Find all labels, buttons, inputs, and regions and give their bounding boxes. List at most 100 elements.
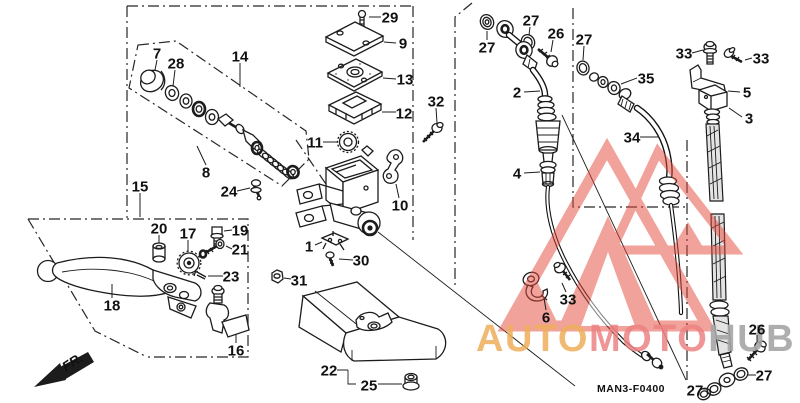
callout-25: 25 xyxy=(361,378,378,395)
callout-6: 6 xyxy=(542,310,550,327)
bolt-32 xyxy=(422,121,444,143)
diaphragm-plate xyxy=(326,58,384,92)
assembly-boundary-boxes xyxy=(27,2,688,387)
callout-leader-31 xyxy=(283,277,292,280)
cup-seal-2 xyxy=(204,108,220,126)
callout-5: 5 xyxy=(743,85,751,102)
hand-guard-group xyxy=(298,281,447,391)
adjuster-21 xyxy=(198,238,225,259)
fr-arrow-icon xyxy=(34,363,66,387)
washer-28 xyxy=(164,84,180,102)
callout-19: 19 xyxy=(232,223,249,240)
callout-7: 7 xyxy=(153,46,161,63)
boot-17 xyxy=(176,250,202,276)
fr-direction-indicator: FR. xyxy=(34,350,94,387)
callout-leader-5 xyxy=(727,90,741,93)
spring-8 xyxy=(256,148,300,180)
callout-leader-35 xyxy=(620,77,638,85)
callout-9: 9 xyxy=(399,36,407,53)
callout-8: 8 xyxy=(202,165,210,182)
callout-22: 22 xyxy=(321,363,338,380)
cable-adjuster-4 xyxy=(539,160,557,188)
callout-34: 34 xyxy=(624,130,641,147)
callout-35: 35 xyxy=(638,71,655,88)
callout-14: 14 xyxy=(232,49,249,66)
piston-assembly-parts xyxy=(139,69,300,180)
callout-27: 27 xyxy=(687,383,704,400)
callout-leader-33 xyxy=(744,57,753,61)
callout-leader-27 xyxy=(528,26,531,36)
watermark: AUTOMOTOHUB xyxy=(476,137,795,360)
brake-lever-18 xyxy=(36,256,202,319)
screw-30 xyxy=(325,251,335,267)
nut-31 xyxy=(271,269,284,284)
flange-bolt-33a xyxy=(702,40,718,65)
callout-leader-27 xyxy=(582,45,585,61)
sleeve-20 xyxy=(152,242,166,263)
callout-33: 33 xyxy=(753,51,770,68)
watermark-text: AUTOMOTOHUB xyxy=(476,318,795,360)
hose-2-boot xyxy=(535,95,561,163)
callout-24: 24 xyxy=(221,184,238,201)
hose-3-tube xyxy=(705,123,733,369)
callout-leader-32 xyxy=(435,107,438,124)
bleeder-valve-24 xyxy=(250,179,262,201)
callout-1: 1 xyxy=(305,239,313,256)
callout-leader-28 xyxy=(172,69,176,87)
joint-bolt-35 xyxy=(588,72,621,96)
callout-17: 17 xyxy=(180,226,197,243)
callout-10: 10 xyxy=(392,198,409,215)
brake-switch-1 xyxy=(320,231,350,251)
callout-4: 4 xyxy=(513,166,522,183)
hose-3-fitting xyxy=(698,84,728,126)
callout-2: 2 xyxy=(513,85,521,102)
callout-leader-33 xyxy=(561,282,567,293)
pin-23 xyxy=(193,269,207,280)
callout-leader-26 xyxy=(550,39,554,53)
callout-leader-2 xyxy=(523,90,541,93)
cup-seal xyxy=(191,100,207,118)
brake-lever-group xyxy=(36,226,250,338)
callout-leader-3 xyxy=(728,107,743,118)
master-cylinder-body xyxy=(250,145,404,284)
sealing-washer-27a xyxy=(479,14,495,30)
callout-33: 33 xyxy=(560,292,577,309)
callout-leader-7 xyxy=(154,59,158,71)
bracket-16 xyxy=(205,284,250,338)
callout-leader-33 xyxy=(691,49,704,54)
piston-rod xyxy=(216,113,262,150)
callout-27: 27 xyxy=(523,13,540,30)
banjo-bolt-26b xyxy=(746,340,767,362)
callout-16: 16 xyxy=(228,343,245,360)
callout-12: 12 xyxy=(396,106,413,123)
callout-27: 27 xyxy=(756,368,773,385)
clamp-10 xyxy=(382,149,404,184)
callout-29: 29 xyxy=(382,10,399,27)
screw-29 xyxy=(357,9,367,19)
callout-21: 21 xyxy=(232,242,249,259)
callout-leader-9 xyxy=(383,41,397,44)
piston-seal xyxy=(250,140,264,156)
master-cylinder-cap xyxy=(324,21,385,57)
callout-26: 26 xyxy=(749,322,766,339)
callout-15: 15 xyxy=(132,179,149,196)
nut-25 xyxy=(402,372,420,391)
callout-27: 27 xyxy=(576,32,593,49)
callout-33: 33 xyxy=(676,46,693,63)
callout-leader-10 xyxy=(395,183,400,199)
mount-ear-lower xyxy=(295,205,327,228)
callout-leader-24 xyxy=(236,187,251,192)
hose-3-banjo-end xyxy=(697,367,749,401)
callout-23: 23 xyxy=(223,269,240,286)
mount-ear-upper xyxy=(296,183,323,205)
boot-7 xyxy=(139,69,166,93)
screw-33b xyxy=(723,46,743,64)
reservoir-cover-parts xyxy=(324,9,444,154)
callout-18: 18 xyxy=(104,298,121,315)
diaphragm xyxy=(327,91,383,125)
callout-leader-4 xyxy=(523,171,541,174)
callout-leader-30 xyxy=(338,258,354,261)
